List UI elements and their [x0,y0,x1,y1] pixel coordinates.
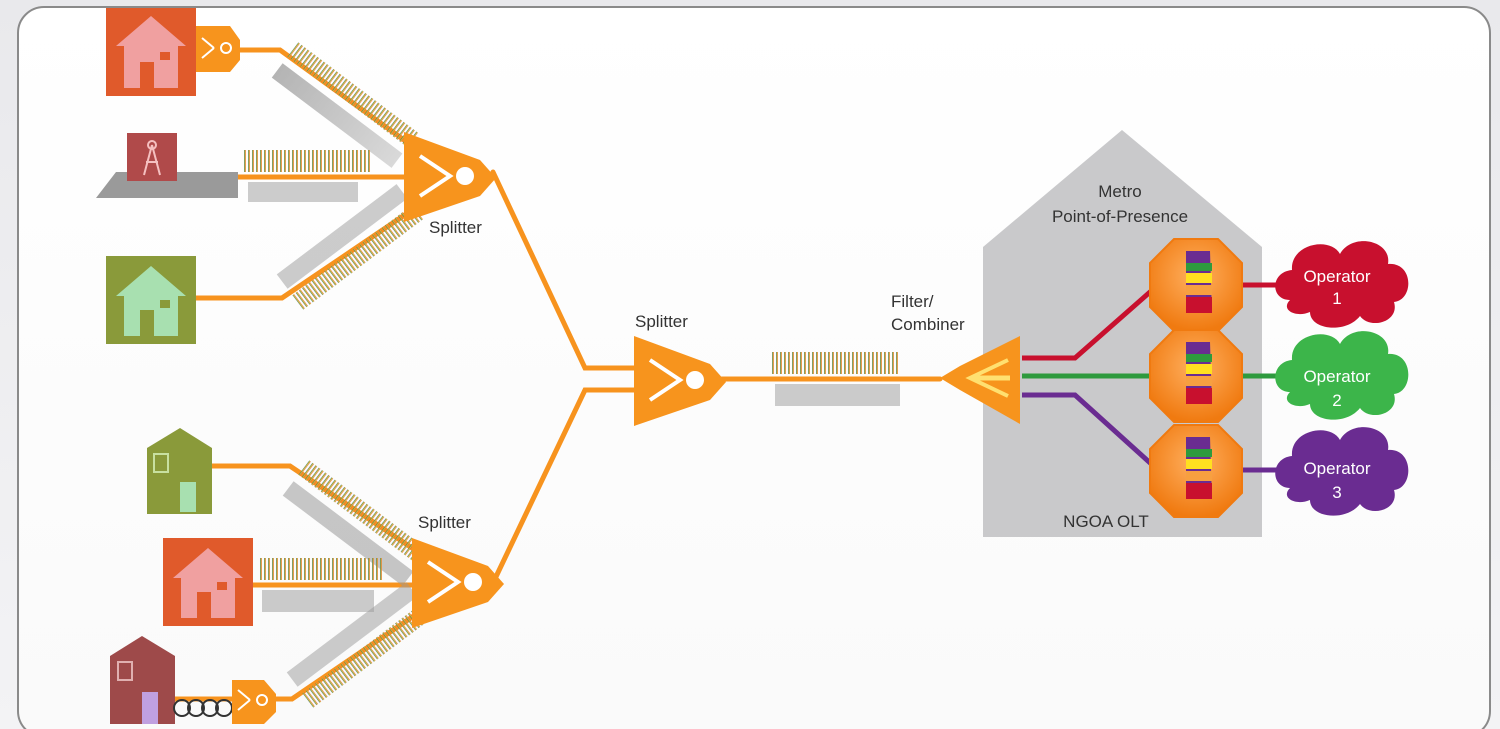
operator-2-label: Operator [1303,367,1370,386]
filter-combiner-icon [940,336,1020,424]
house-icon [106,256,196,344]
splitter-label-top: Splitter [429,218,482,237]
modem-icon [232,680,276,724]
wavelength-spectra [242,42,900,708]
pop-label-metro: Metro [1098,182,1141,201]
splitter-label-bottom: Splitter [418,513,471,532]
combiner-label: Combiner [891,315,965,334]
pop-label-presence: Point-of-Presence [1052,207,1188,226]
cloud-icon-operator-2 [1275,331,1409,420]
house-icon [163,538,253,626]
splitter-icon [412,538,504,628]
house-icon [147,428,212,514]
cloud-icon-operator-3 [1275,427,1409,516]
cloud-icon-operator-1 [1275,241,1409,328]
operator-1-label: Operator [1303,267,1370,286]
modem-icon [196,26,240,72]
cell-tower-icon [96,133,238,198]
olt-label: NGOA OLT [1063,512,1149,531]
house-icon [110,636,175,724]
operator-3-number: 3 [1332,483,1341,502]
olt-unit-icon [1149,329,1243,423]
coax-coil-icon [173,699,233,717]
operator-2-number: 2 [1332,391,1341,410]
splitter-label-middle: Splitter [635,312,688,331]
filter-label: Filter/ [891,292,934,311]
house-icon [106,8,196,96]
splitter-icon [404,132,496,222]
operator-1-number: 1 [1332,289,1341,308]
splitter-icon [634,336,726,426]
operator-3-label: Operator [1303,459,1370,478]
olt-unit-icon [1149,238,1243,332]
olt-unit-icon [1149,424,1243,518]
